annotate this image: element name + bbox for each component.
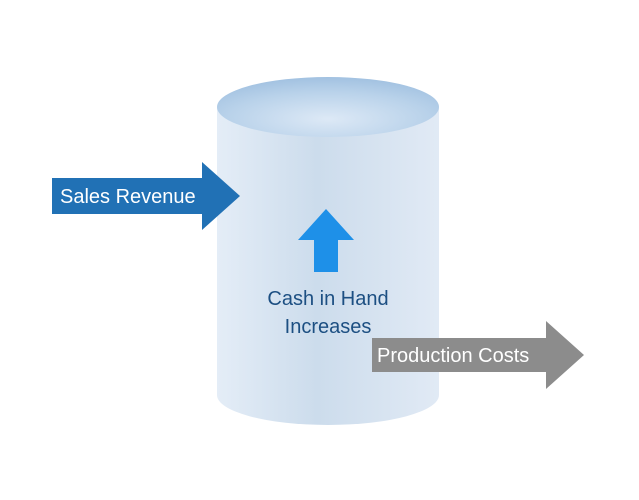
inflow-label: Sales Revenue: [60, 186, 196, 208]
inflow-arrow: Sales Revenue: [52, 162, 240, 230]
center-label-line-2: Increases: [285, 316, 372, 338]
center-label: Cash in Hand Increases: [267, 288, 388, 338]
outflow-arrow-shape: [372, 321, 584, 389]
tank-top: [217, 77, 439, 137]
increase-up-arrow-icon: [298, 209, 354, 272]
up-arrow-shape: [298, 209, 354, 272]
inflow-arrow-shape: [52, 162, 240, 230]
outflow-label: Production Costs: [377, 345, 529, 367]
center-label-line-1: Cash in Hand: [267, 288, 388, 310]
outflow-arrow: Production Costs: [372, 321, 584, 389]
